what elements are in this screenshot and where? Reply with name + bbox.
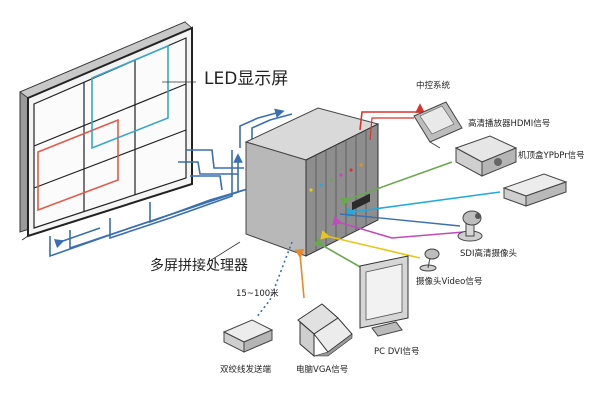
ptz-camera-icon [457, 210, 483, 242]
monitor-icon [359, 255, 409, 337]
projector-player-icon [454, 135, 518, 177]
processor-chassis-icon [244, 107, 380, 257]
settop-box-icon [502, 173, 568, 207]
orange-signal-line [294, 248, 305, 299]
red-signal-line [359, 103, 425, 131]
sdi-camera-label: SDI高清摄像头 [460, 248, 517, 259]
transmitter-box-icon [222, 319, 274, 353]
magenta-signal-line [332, 216, 465, 239]
video-camera-label: 摄像头Video信号 [416, 276, 482, 287]
central-control-label: 中控系统 [416, 80, 451, 91]
twisted-pair-label: 双绞线发送端 [220, 364, 272, 375]
led-screen-label: LED显示屏 [204, 69, 288, 89]
laptop-vga-label: 电脑VGA信号 [296, 364, 348, 375]
yellow-signal-line [320, 230, 421, 259]
green-signal-line [339, 161, 453, 207]
led-wall-icon [19, 21, 193, 241]
pc-dvi-label: PC DVI信号 [374, 346, 419, 357]
touch-panel-icon [413, 101, 463, 149]
small-camera-icon [419, 248, 440, 272]
wall-output-cables [49, 108, 293, 258]
twisted-pair-line [255, 241, 293, 319]
hd-player-label: 高清播放器HDMI信号 [468, 118, 550, 129]
cyan-signal-line [346, 191, 501, 218]
laptop-icon [297, 303, 353, 358]
processor-label: 多屏拼接处理器 [150, 257, 248, 274]
distance-label: 15~100米 [236, 288, 279, 299]
settop-box-label: 机顶盒YPbPr信号 [518, 150, 585, 161]
